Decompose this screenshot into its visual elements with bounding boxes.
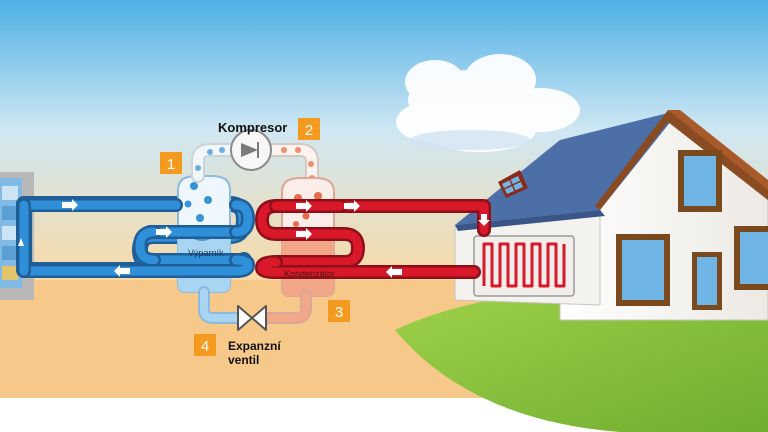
svg-text:3: 3	[335, 304, 343, 321]
window-lower-right	[734, 226, 768, 290]
cold-flow-arrows	[18, 199, 172, 277]
expansion-valve-label-line2: ventil	[228, 353, 259, 367]
expansion-valve-label-line1: Expanzní	[228, 339, 281, 353]
compressor	[230, 129, 272, 171]
window-lower-mid	[692, 252, 722, 310]
step-badge-3: 3	[328, 300, 350, 322]
evaporator-label: Výparník	[188, 248, 224, 258]
compressor-label: Kompresor	[218, 120, 287, 135]
cloud-shadow	[410, 130, 530, 150]
step-badge-1: 1	[160, 152, 182, 174]
step-badge-4: 4	[194, 334, 216, 356]
hot-loop	[255, 199, 491, 279]
hot-flow-arrows	[296, 200, 490, 278]
svg-text:1: 1	[167, 156, 175, 173]
roof-window	[498, 170, 528, 198]
step-badge-2: 2	[298, 118, 320, 140]
house	[454, 110, 768, 321]
radiator	[473, 235, 575, 297]
window-lower-left	[616, 234, 670, 306]
grass-hill	[395, 290, 768, 432]
window-upper	[678, 150, 722, 212]
svg-text:2: 2	[305, 122, 313, 139]
svg-text:4: 4	[201, 338, 209, 355]
condenser-label: Kondenzátor	[284, 269, 335, 279]
expansion-valve	[237, 305, 267, 331]
valve-lines	[198, 286, 312, 324]
cloud	[396, 54, 580, 152]
